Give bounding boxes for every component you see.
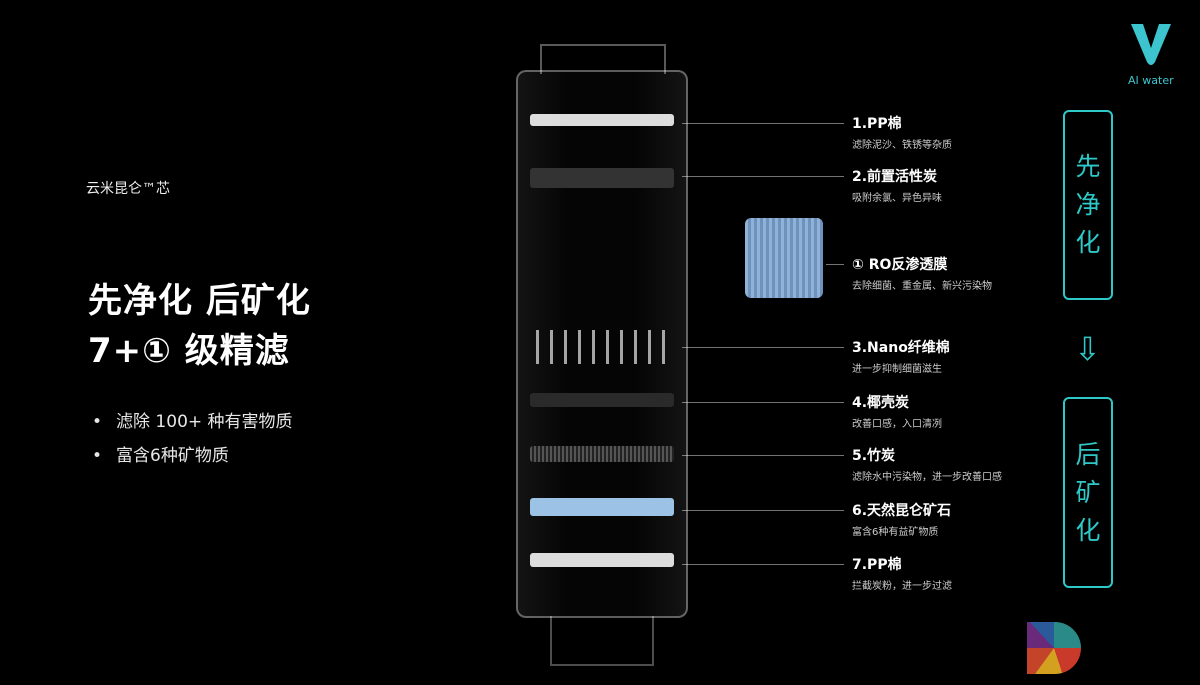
layer-active-carbon: [530, 168, 674, 188]
feature-item: 富含6种矿物质: [92, 439, 293, 473]
stage-mineralize-text: 后矿化: [1075, 439, 1101, 545]
feature-list: 滤除 100+ 种有害物质 富含6种矿物质: [92, 405, 293, 473]
layer-label: 5.竹炭滤除水中污染物，进一步改善口感: [852, 448, 1002, 483]
stage-mineralize-box: 后矿化: [1063, 397, 1113, 588]
product-brand: 云米昆仑™芯: [86, 181, 170, 197]
headline-line2: 7+① 级精滤: [88, 331, 290, 371]
stage-purify-box: 先净化: [1063, 110, 1113, 300]
layer-coconut-carbon: [530, 393, 674, 407]
ro-membrane: [745, 218, 823, 298]
watermark-logo: [1027, 622, 1081, 674]
layer-label: ① RO反渗透膜去除细菌、重金属、新兴污染物: [852, 257, 992, 292]
layer-label: 2.前置活性炭吸附余氯、异色异味: [852, 169, 942, 204]
layer-pp-cotton: [530, 114, 674, 126]
headline-line1: 先净化 后矿化: [88, 281, 311, 321]
filter-bottom-cap: [550, 616, 654, 666]
layer-bamboo-carbon: [530, 446, 674, 462]
layer-pp-cotton-2: [530, 553, 674, 567]
ai-water-logo: AI water: [1128, 22, 1174, 87]
layer-label: 1.PP棉滤除泥沙、铁锈等杂质: [852, 116, 952, 151]
logo-v-icon: [1130, 24, 1171, 65]
layer-nano-fiber: [530, 330, 674, 364]
layer-label: 6.天然昆仑矿石富含6种有益矿物质: [852, 503, 952, 538]
layer-label: 7.PP棉拦截炭粉，进一步过滤: [852, 557, 952, 592]
feature-item: 滤除 100+ 种有害物质: [92, 405, 293, 439]
layer-label: 4.椰壳炭改善口感，入口清冽: [852, 395, 942, 430]
layer-mineral-stone: [530, 498, 674, 516]
headline: 先净化 后矿化 7+① 级精滤: [88, 276, 311, 376]
down-arrow-icon: ⇩: [1074, 330, 1101, 368]
filter-top-cap: [540, 44, 666, 74]
stage-purify-text: 先净化: [1075, 152, 1101, 257]
layer-label: 3.Nano纤维棉进一步抑制细菌滋生: [852, 340, 950, 375]
